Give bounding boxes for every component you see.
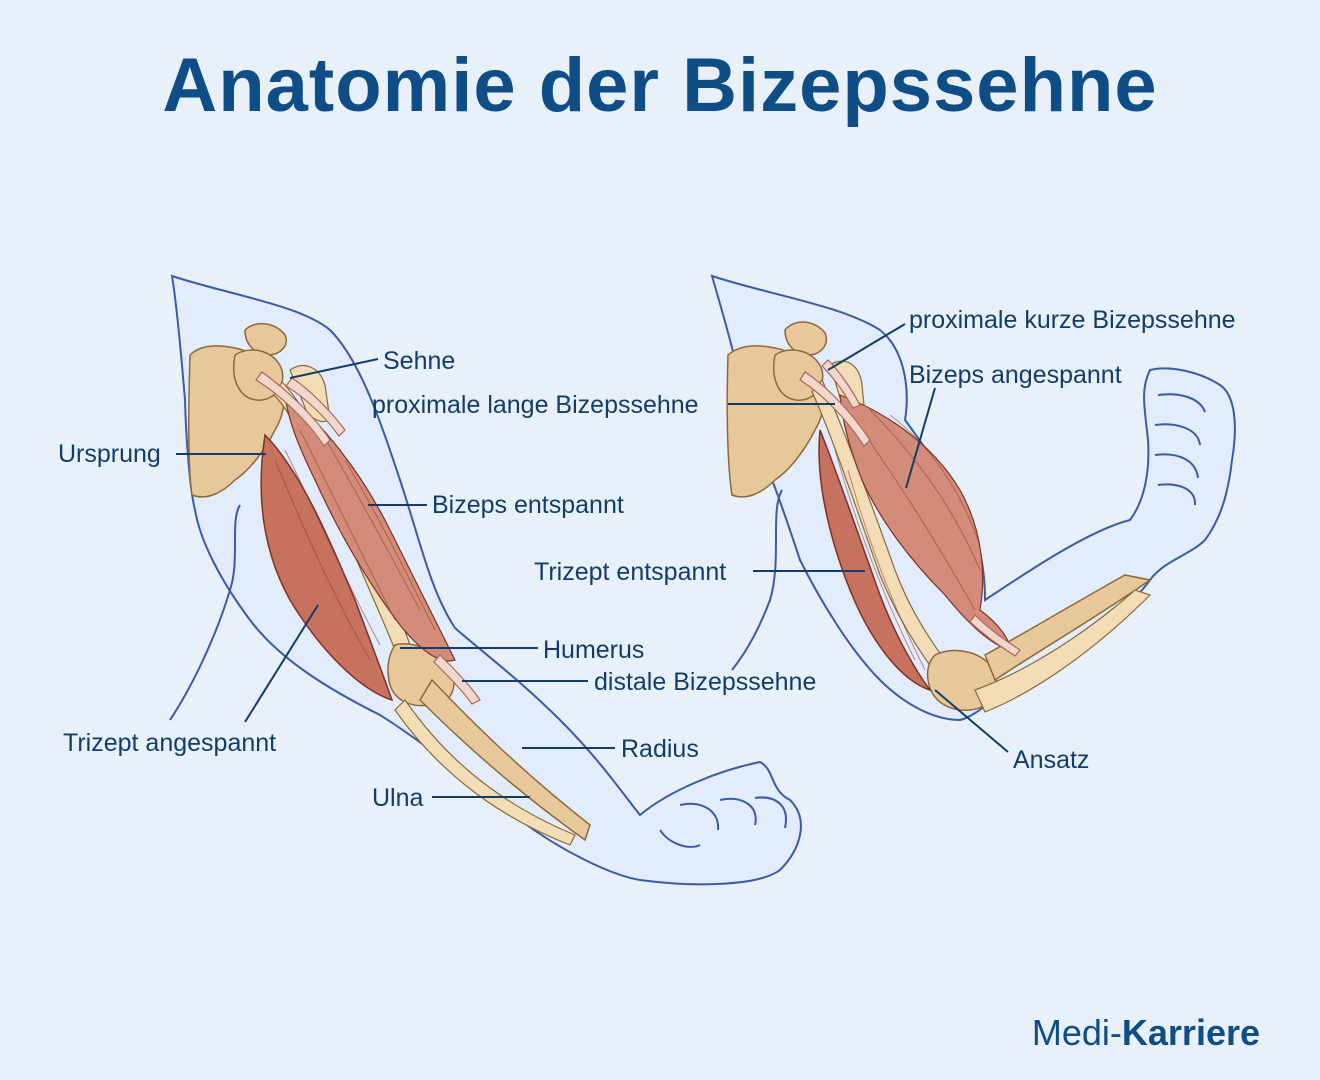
label-radius: Radius bbox=[621, 735, 699, 763]
brand-logo: Medi-Karriere bbox=[1032, 1012, 1260, 1054]
right-labels: proximale kurze Bizepssehne Bizeps anges… bbox=[534, 306, 1236, 774]
label-distale-bizepssehne: distale Bizepssehne bbox=[594, 668, 816, 696]
label-proximale-kurze-bizepssehne: proximale kurze Bizepssehne bbox=[909, 306, 1236, 334]
page-title: Anatomie der Bizepssehne bbox=[162, 43, 1158, 128]
left-arm-illustration bbox=[169, 274, 802, 886]
label-trizept-angespannt: Trizept angespannt bbox=[63, 729, 276, 757]
label-ulna: Ulna bbox=[372, 784, 424, 812]
label-humerus: Humerus bbox=[543, 636, 644, 664]
leader-lines bbox=[176, 323, 1009, 798]
label-proximale-lange-bizepssehne: proximale lange Bizepssehne bbox=[372, 391, 699, 419]
label-trizept-entspannt: Trizept entspannt bbox=[534, 558, 726, 586]
logo-part-karriere: Karriere bbox=[1121, 1012, 1260, 1053]
logo-part-medi: Medi- bbox=[1031, 1012, 1122, 1053]
label-ansatz: Ansatz bbox=[1013, 746, 1089, 774]
label-sehne: Sehne bbox=[383, 347, 455, 375]
right-arm-illustration bbox=[710, 274, 1236, 722]
left-labels: Sehne proximale lange Bizepssehne Urspru… bbox=[58, 347, 816, 812]
label-bizeps-angespannt: Bizeps angespannt bbox=[909, 361, 1122, 389]
label-ursprung: Ursprung bbox=[58, 440, 161, 468]
label-bizeps-entspannt: Bizeps entspannt bbox=[432, 491, 624, 519]
